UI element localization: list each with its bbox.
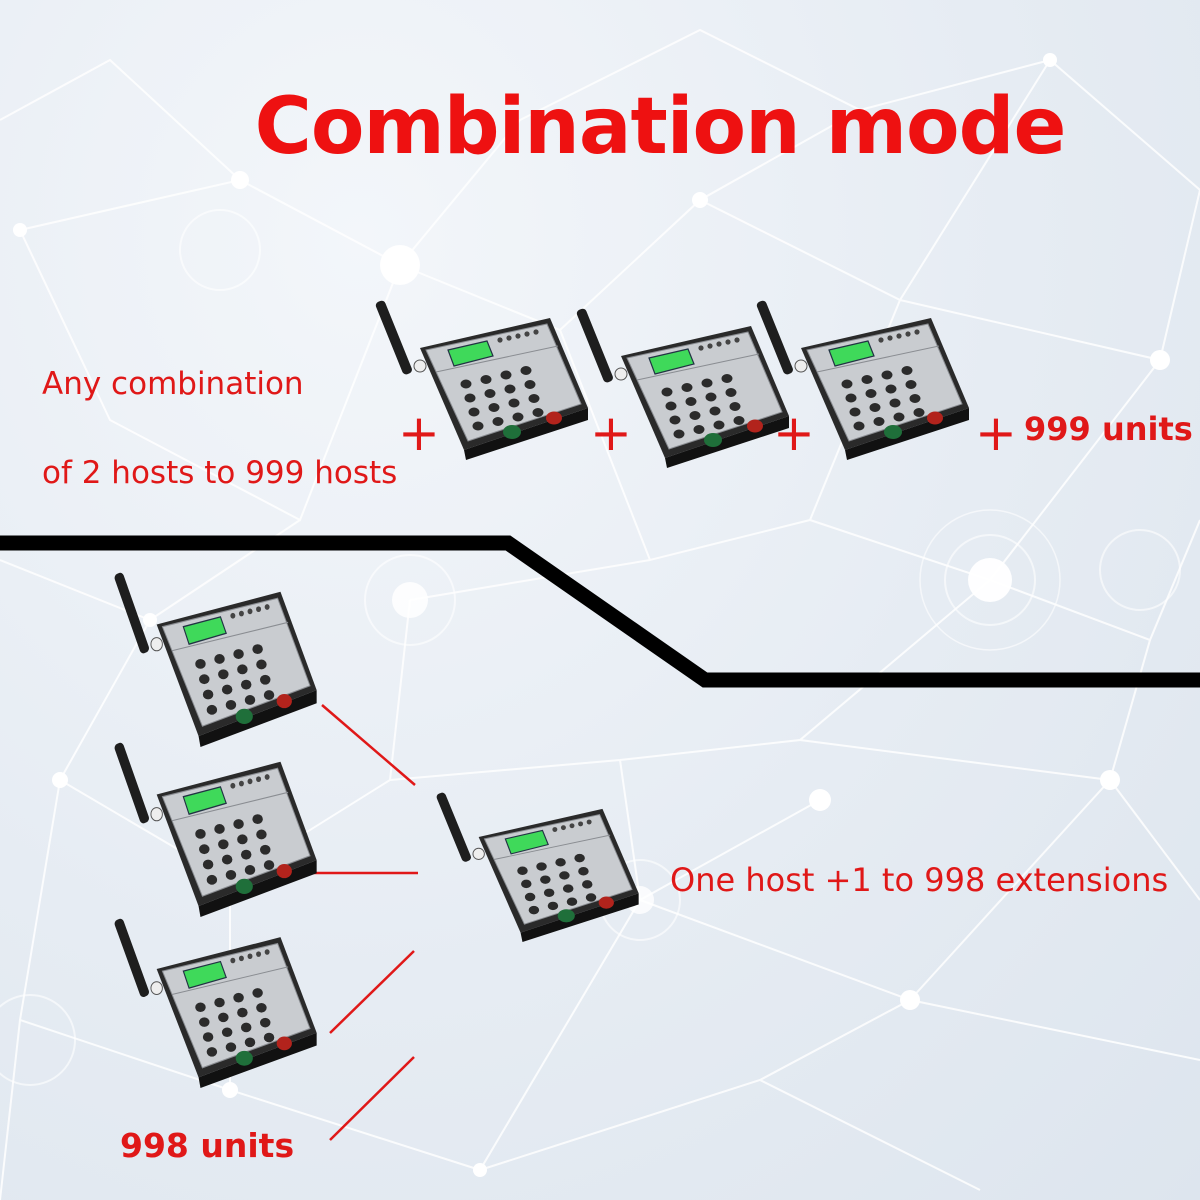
pager-transmitter-icon — [114, 742, 330, 917]
pager-transmitter-icon — [114, 918, 330, 1088]
pager-transmitter-icon — [756, 300, 983, 460]
pager-transmitter-icon — [114, 572, 330, 747]
plus-sign: + — [975, 404, 1017, 462]
pager-transmitter-icon — [436, 792, 652, 942]
combination-text-line1: Any combination — [42, 366, 304, 402]
plus-sign: + — [398, 404, 440, 462]
pager-transmitter-icon — [576, 308, 803, 468]
units-label-998: 998 units — [120, 1126, 295, 1165]
pager-transmitter-icon — [375, 300, 602, 460]
combination-text-line2: of 2 hosts to 999 hosts — [42, 455, 398, 491]
units-label-999: 999 units — [1024, 410, 1193, 448]
page-title: Combination mode — [254, 82, 1067, 172]
plus-sign: + — [590, 404, 632, 462]
host-extensions-label: One host +1 to 998 extensions — [670, 861, 1169, 899]
